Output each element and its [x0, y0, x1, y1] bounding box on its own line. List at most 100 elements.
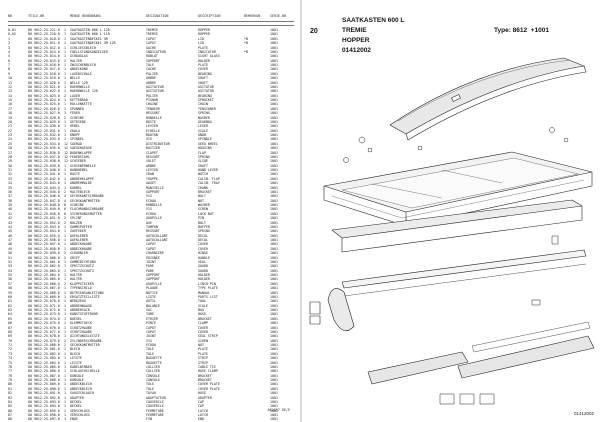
row-name: FUELLSTANDSANZEIGER [70, 49, 108, 54]
row-name: SPLINT [70, 216, 82, 221]
row-nr: 52 [8, 259, 12, 264]
title-de: SAATKASTEN 600 L [342, 17, 405, 24]
row-qty: 1 [64, 395, 66, 400]
row-qty: 1 [64, 168, 66, 172]
row-qty: 1 [64, 299, 66, 304]
row-serial: 1001 [270, 347, 278, 352]
row-nr: 59 [8, 290, 12, 295]
row-description: SPROCKET [198, 98, 214, 102]
row-name: SPRITZSCHUTZ [70, 268, 94, 273]
row-qty: 1 [64, 325, 66, 330]
side-cover [309, 288, 355, 332]
row-part-number: 80 9612.25.050.0 [28, 211, 60, 216]
row-serial: 1001 [270, 308, 278, 312]
row-description: AGITATOR [198, 89, 214, 94]
row-serial: 1001 [270, 386, 278, 391]
row-nr: 6 [8, 58, 10, 63]
row-part-number: 80 9612.25.210.0 [28, 32, 60, 37]
row-part-number: 80 9612.25.077.0 [28, 329, 60, 334]
row-serial: 1001 [270, 141, 278, 146]
row-qty: 1 [64, 128, 66, 133]
row-designation: TUYAU [146, 391, 156, 396]
row-nr: 48 [8, 242, 12, 247]
row-nr: 66 [8, 321, 12, 326]
col-remarks: BEMERKUNGEN [244, 14, 260, 18]
row-nr: 34 [8, 181, 12, 186]
row-qty: 1 [64, 334, 66, 339]
row-designation: CRAN [146, 172, 154, 177]
row-serial: 1001 [270, 203, 278, 207]
row-description: MANUAL [198, 290, 210, 295]
row-serial: 1001 [270, 325, 278, 330]
row-part-number: 80 9612.25.052.0 [28, 220, 60, 225]
row-designation: CAPOT [146, 41, 156, 46]
row-nr: 64 [8, 312, 12, 317]
row-serial: 1001 [270, 413, 278, 417]
row-name: SAATKASTENDECKEL 3M 12R [70, 41, 116, 46]
row-name: SCHLIESSBLECH [70, 45, 96, 50]
row-designation: SUPPORT [146, 277, 160, 282]
row-name: ABDECKUNG [70, 67, 88, 72]
row-description: CAP [198, 399, 204, 404]
row-qty: 1 [64, 63, 66, 67]
parts-list-footer: 062097 DE/E [267, 408, 290, 412]
row-part-number: 80 9612.25.041.0 [28, 172, 60, 177]
row-part-number: 80 9612.25.063.0 [28, 268, 60, 273]
row-serial: 1001 [270, 316, 278, 321]
row-part-number: 80 9612.25.061.0 [28, 259, 60, 264]
row-name: FEDER [70, 111, 80, 116]
row-designation: RESSORT [146, 154, 160, 159]
row-designation: CAPOT [146, 325, 156, 330]
row-designation: TENDEUR [146, 106, 160, 111]
row-part-number: 80 9612.25.033.0 [28, 137, 60, 142]
row-part-number: 80 9612.25.044.0 [28, 185, 60, 190]
row-part-number: 80 9612.25.039.0 [28, 163, 60, 168]
row-qty: 2 [64, 58, 66, 63]
row-qty: 1 [64, 84, 66, 89]
row-designation: BALANCE [146, 303, 160, 308]
row-qty: 2 [64, 216, 66, 221]
row-description: COVER [198, 246, 208, 251]
row-part-number: 80 9612.25.075.0 [28, 321, 60, 326]
row-description: ADAPTER [198, 395, 212, 400]
row-name: SECHSKANTSCHRAUBE [70, 194, 104, 199]
row-part-number: 80 9612.25.096.0 [28, 413, 60, 417]
row-name: WELLE 12R [70, 80, 88, 85]
row-nr: 27 [8, 150, 12, 155]
row-nr: 62 [8, 303, 12, 308]
row-designation: MANIVELLE [146, 185, 164, 190]
row-description: HOUSING [198, 146, 212, 151]
row-nr: 19 [8, 115, 12, 120]
row-part-number: 80 9612.25.054.0 [28, 229, 60, 234]
row-qty: 1 [64, 32, 66, 37]
row-nr: 8 [8, 67, 10, 72]
row-name: BODENKLAPPE [70, 150, 92, 155]
row-name: ENDE [70, 417, 78, 422]
row-part-number: 80 9612.25.090.0 [28, 386, 60, 391]
row-nr: 32 [8, 172, 12, 177]
row-designation: TREMIE [146, 32, 158, 37]
row-nr: 56 [8, 277, 12, 282]
row-part-number: 80 9612.25.028.0 [28, 115, 60, 120]
row-nr: 87 [8, 413, 12, 417]
row-name: SAERAD [70, 141, 82, 146]
row-qty: 1 [64, 417, 66, 422]
row-name: ROLLENKETTE [70, 102, 92, 107]
row-designation: AGITATEUR [146, 84, 164, 89]
row-serial: 1001 [270, 356, 278, 361]
row-qty: 1 [64, 408, 66, 413]
row-designation: ECROU [146, 211, 156, 216]
row-name: SKALA [70, 128, 80, 133]
row-nr: 10 [8, 76, 12, 81]
row-designation: CHARNIERE [146, 251, 164, 256]
row-qty: 1 [64, 286, 66, 291]
